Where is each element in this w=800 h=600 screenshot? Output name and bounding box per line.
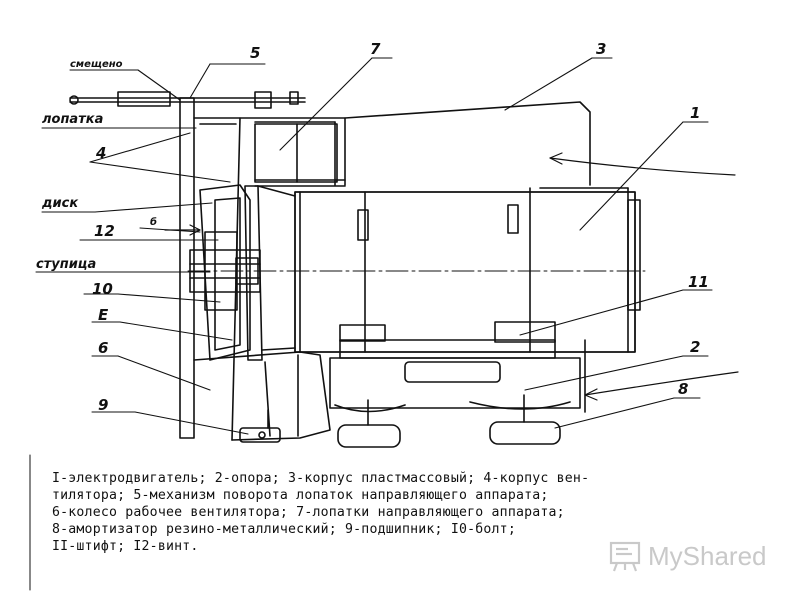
label-9: 9 (98, 396, 109, 414)
guide-vanes (254, 123, 346, 187)
caption-line-3: 6-колесо рабочее вентилятора; 7-лопатки … (52, 505, 565, 520)
label-stupitsa: ступица (36, 257, 97, 272)
support-base (329, 321, 586, 413)
label-6: 6 (98, 339, 109, 357)
watermark-text: MyShared (648, 540, 767, 571)
caption-line-1: I-электродвигатель; 2-опора; 3-корпус пл… (52, 471, 590, 486)
label-lopatka: лопатка (42, 112, 104, 127)
label-12: 12 (94, 222, 115, 240)
label-b: б (150, 217, 157, 228)
label-2: 2 (690, 338, 701, 356)
bearing (239, 409, 281, 443)
leader-lines (35, 57, 713, 435)
label-1: 1 (690, 104, 701, 122)
blade-adjust-mechanism (69, 91, 306, 109)
label-4: 4 (96, 144, 107, 162)
vibration-mounts (334, 394, 571, 448)
plastic-housing (239, 101, 591, 186)
electric-motor (187, 187, 646, 353)
presentation-board-icon (609, 541, 641, 572)
caption-line-4: 8-амортизатор резино-металлический; 9-по… (52, 522, 516, 537)
label-11: 11 (688, 273, 709, 291)
impeller (199, 184, 296, 361)
airflow-arrows (164, 152, 739, 401)
label-10: 10 (92, 280, 113, 298)
caption-line-5: II-штифт; I2-винт. (52, 539, 199, 554)
watermark: MyShared (608, 538, 767, 574)
label-8: 8 (678, 380, 689, 398)
label-smeshcheno: смещено (70, 59, 123, 70)
label-3: 3 (596, 40, 607, 58)
lower-casing (193, 351, 331, 441)
label-5: 5 (250, 44, 261, 62)
fan-casing (179, 97, 241, 441)
label-7: 7 (370, 40, 381, 58)
hub-and-bolt (189, 231, 261, 311)
label-disk: диск (42, 196, 79, 211)
caption-line-2: тилятора; 5-механизм поворота лопаток на… (52, 488, 549, 503)
caption-legend: I-электродвигатель; 2-опора; 3-корпус пл… (52, 470, 782, 555)
label-E: Е (98, 306, 109, 324)
